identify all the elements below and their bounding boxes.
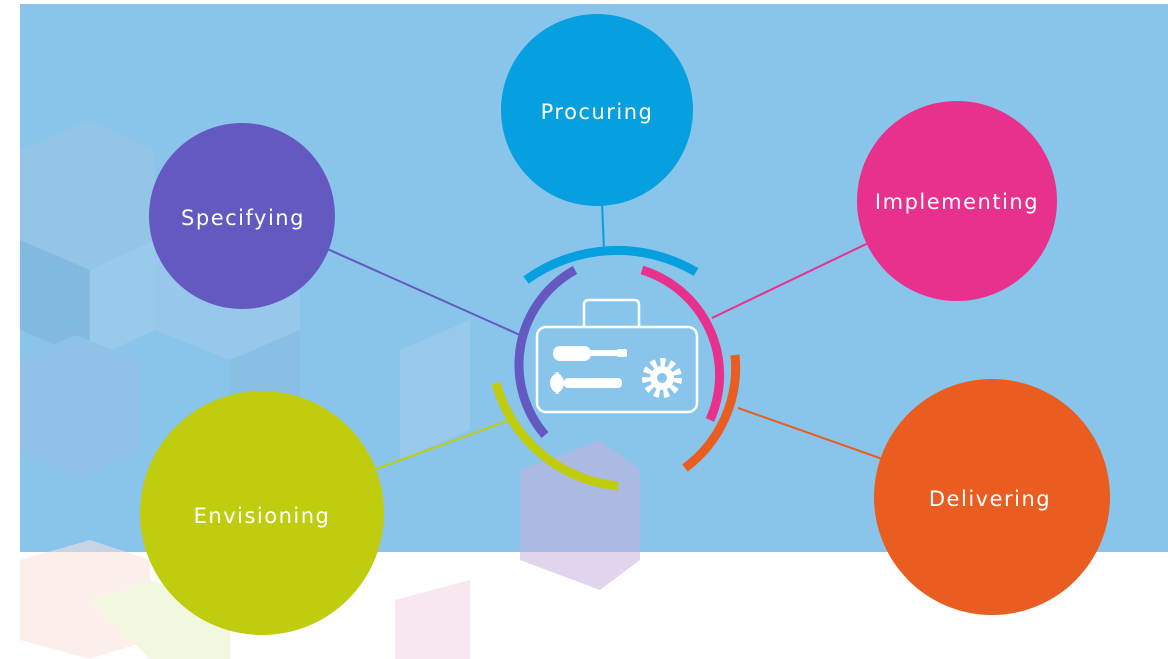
arc-procuring: [523, 245, 699, 284]
cube-shape: [20, 540, 150, 659]
arc-implementing: [640, 265, 725, 422]
wrench-icon: [550, 372, 622, 394]
node-circle-procuring: [501, 14, 693, 206]
cube-shape: [20, 335, 140, 480]
screwdriver-icon: [553, 346, 627, 361]
toolbox-handle: [582, 298, 641, 327]
cube-shape: [90, 240, 155, 360]
arc-specifying: [514, 266, 578, 438]
gear-icon: [642, 358, 682, 398]
node-circle-envisioning: [140, 391, 384, 635]
node-circle-specifying: [149, 123, 335, 309]
toolbox-icon: [535, 298, 699, 414]
node-circle-delivering: [874, 379, 1110, 615]
cube-shape: [520, 440, 640, 590]
cube-shape: [20, 240, 90, 360]
arc-envisioning: [491, 381, 619, 491]
toolbox-body: [535, 325, 699, 414]
cube-shape: [400, 320, 470, 460]
node-circles: [140, 14, 1110, 635]
central-ring: [491, 245, 741, 491]
cube-shape: [395, 580, 470, 659]
cube-shape: [20, 120, 155, 270]
arc-delivering: [682, 354, 741, 472]
node-circle-implementing: [857, 101, 1057, 301]
